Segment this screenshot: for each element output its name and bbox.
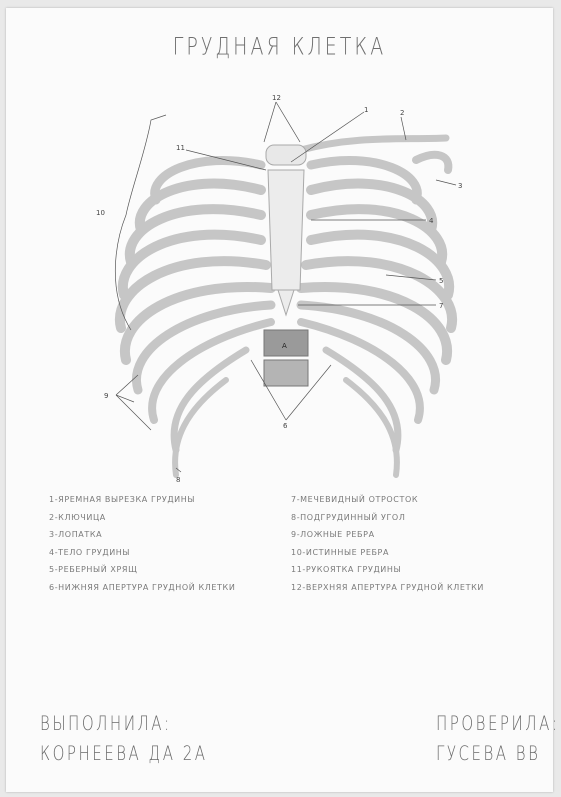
drawing-label-2: 2	[400, 109, 404, 117]
checker-name: ГУСЕВА ВВ	[436, 742, 540, 765]
drawing-label-8: 8	[176, 476, 180, 484]
legend-item: 2-КЛЮЧИЦА	[49, 509, 289, 527]
drawing-label-9: 9	[104, 392, 108, 400]
legend-item: 3-ЛОПАТКА	[49, 526, 289, 544]
checker-label: ПРОВЕРИЛА:	[436, 712, 559, 735]
legend-item: 7-МЕЧЕВИДНЫЙ ОТРОСТОК	[291, 491, 541, 509]
legend-item: 1-ЯРЕМНАЯ ВЫРЕЗКА ГРУДИНЫ	[49, 491, 289, 509]
drawing-sheet: ГРУДНАЯ КЛЕТКА	[6, 8, 553, 792]
drawing-label-12: 12	[272, 94, 281, 102]
drawing-label-4: 4	[429, 217, 434, 225]
drawing-label-1: 1	[364, 106, 368, 114]
drawing-label-3: 3	[458, 182, 462, 190]
legend-item: 12-ВЕРХНЯЯ АПЕРТУРА ГРУДНОЙ КЛЕТКИ	[291, 579, 541, 597]
page-title: ГРУДНАЯ КЛЕТКА	[6, 33, 553, 61]
legend-left: 1-ЯРЕМНАЯ ВЫРЕЗКА ГРУДИНЫ 2-КЛЮЧИЦА 3-ЛО…	[49, 491, 289, 596]
vertebra-label: А	[282, 342, 287, 350]
drawing-label-5: 5	[439, 277, 443, 285]
legend-item: 8-ПОДГРУДИННЫЙ УГОЛ	[291, 509, 541, 527]
rib-cage-drawing: 12 1 2 3 4 5 6 7 8 9 10 11 А	[76, 90, 496, 490]
performer-name: КОРНЕЕВА ДА 2А	[40, 742, 208, 765]
legend-item: 6-НИЖНЯЯ АПЕРТУРА ГРУДНОЙ КЛЕТКИ	[49, 579, 289, 597]
drawing-label-7: 7	[439, 302, 443, 310]
legend-item: 9-ЛОЖНЫЕ РЕБРА	[291, 526, 541, 544]
legend-right: 7-МЕЧЕВИДНЫЙ ОТРОСТОК 8-ПОДГРУДИННЫЙ УГО…	[291, 491, 541, 596]
legend-item: 5-РЕБЕРНЫЙ ХРЯЩ	[49, 561, 289, 579]
legend-item: 4-ТЕЛО ГРУДИНЫ	[49, 544, 289, 562]
drawing-label-6: 6	[283, 422, 288, 430]
legend-item: 10-ИСТИННЫЕ РЕБРА	[291, 544, 541, 562]
drawing-label-11: 11	[176, 144, 185, 152]
performer-label: ВЫПОЛНИЛА:	[40, 712, 172, 735]
drawing-label-10: 10	[96, 209, 105, 217]
legend-item: 11-РУКОЯТКА ГРУДИНЫ	[291, 561, 541, 579]
